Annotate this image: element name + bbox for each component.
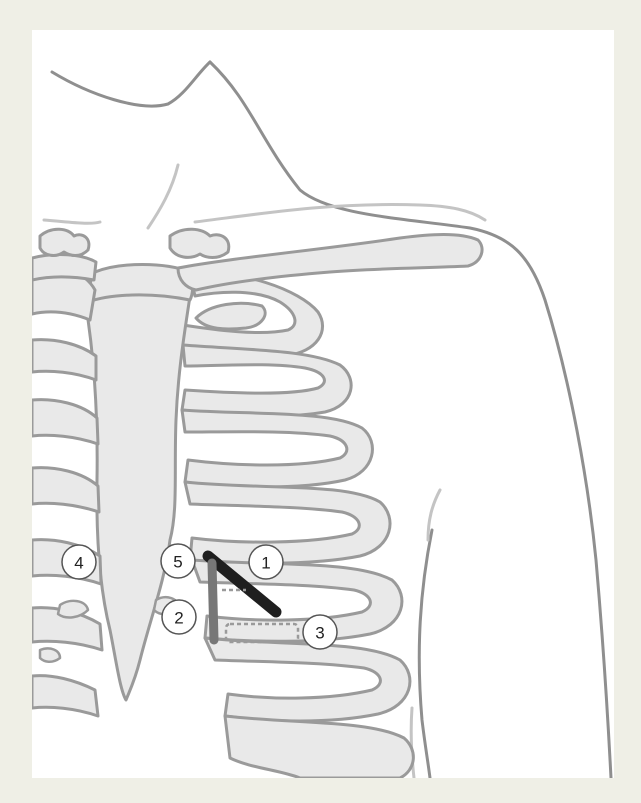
fragment-3 <box>40 648 60 661</box>
marker-3: 3 <box>303 615 337 649</box>
trachea-line <box>148 165 178 228</box>
rib-2 <box>182 345 351 416</box>
right-clavicle-stub <box>32 255 96 280</box>
coracoid-process <box>196 303 265 329</box>
marker-1: 1 <box>249 545 283 579</box>
vertebrae <box>40 229 229 257</box>
right-rib-4 <box>32 468 99 512</box>
marker-5: 5 <box>161 544 195 578</box>
right-rib-7 <box>32 676 98 716</box>
rib-3 <box>182 410 372 487</box>
flank-shadow <box>428 490 440 540</box>
rib-7 <box>225 716 413 778</box>
rib-4 <box>185 482 390 563</box>
fragment-1 <box>58 601 88 618</box>
marker-5-label: 5 <box>173 553 182 572</box>
lead-2 <box>212 563 214 640</box>
rib-6 <box>205 638 410 721</box>
vertebra-right <box>170 229 229 257</box>
left-neck-line <box>52 62 210 106</box>
rib-cage-left <box>180 274 413 778</box>
marker-4: 4 <box>62 545 96 579</box>
marker-2-label: 2 <box>174 609 183 628</box>
marker-3-label: 3 <box>315 624 324 643</box>
right-rib-3 <box>32 400 98 444</box>
vertebra-left <box>40 229 89 255</box>
chest-diagram: 5 1 2 3 4 <box>32 30 614 778</box>
right-rib-2 <box>32 340 96 380</box>
clavicle-shadow-left <box>44 220 100 223</box>
figure-panel: 5 1 2 3 4 <box>32 30 614 778</box>
marker-4-label: 4 <box>74 554 83 573</box>
marker-2: 2 <box>162 600 196 634</box>
right-flank-line <box>419 530 432 778</box>
clavicle-shadow-right <box>195 205 485 222</box>
marker-1-label: 1 <box>261 554 270 573</box>
